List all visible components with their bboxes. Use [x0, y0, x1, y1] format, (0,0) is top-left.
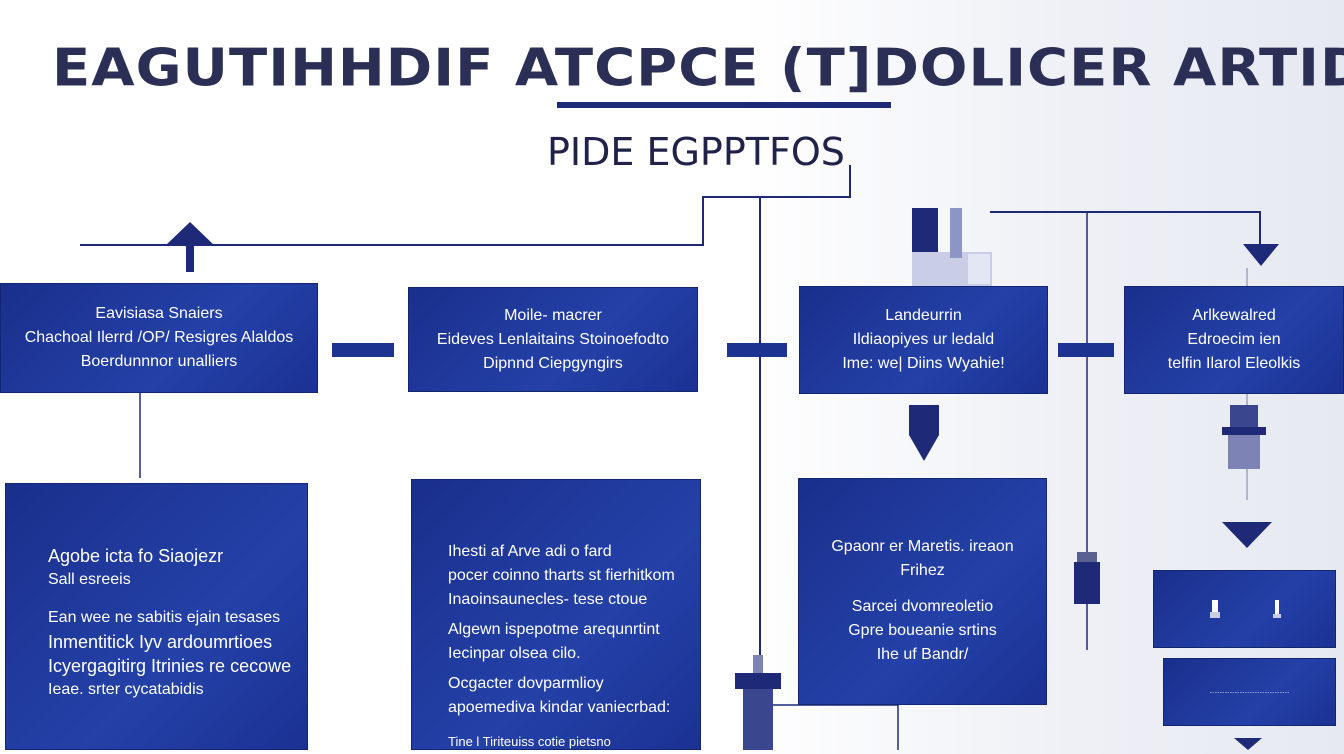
box-text-line: Ieae. srter cycatabidis [48, 681, 204, 698]
box-text-line: telfin Ilarol Eleolkis [1167, 355, 1301, 372]
box-heading: Agobe icta fo Siaojezr [48, 546, 224, 566]
bottom-box-5: ........................................… [1163, 658, 1336, 726]
funnel-icon-right [1222, 405, 1266, 469]
box-text-line: Ocgacter dovparmlioy [448, 675, 604, 692]
title-underline [557, 102, 891, 108]
box-text-line: Dipnnd Ciepgyngirs [483, 354, 623, 372]
box-text-line: Ihesti af Arve adi o fard [448, 543, 612, 560]
bottom-box-3: Gpaonr er Maretis. ireaon Frihez Sarcei … [798, 478, 1047, 705]
box-text-line: Icyergagitirg Itrinies re cecowe [48, 656, 292, 676]
cup-icon [735, 655, 781, 750]
top-box-2: Moile- macrer Eideves Lenlaitains Stoino… [408, 287, 698, 392]
funnel-icon [909, 405, 939, 461]
box-text-line: Landeurrin [885, 307, 962, 324]
diagram-title: EAGUTIHHDIF ATCPCE (T]DOLICER ARTIDALA [52, 38, 1344, 99]
tool-icon [1209, 600, 1220, 618]
link-bottom [770, 704, 899, 750]
link-subtitle-to-left [80, 165, 851, 246]
tool-icon [1272, 600, 1281, 618]
bottom-box-4 [1153, 570, 1336, 648]
box-text-line: ........................................… [1209, 689, 1290, 695]
box-text-line: Arlkewalred [1192, 307, 1276, 324]
box-text-line: Inaoinsaunecles- tese ctoue [448, 591, 648, 608]
top-box-3: Landeurrin Ildiaopiyes ur ledald Ime: we… [799, 286, 1048, 394]
arrow-up-left [165, 222, 215, 246]
box-text-line: Ildiaopiyes ur ledald [852, 331, 995, 348]
box-text-line: Moile- macrer [504, 306, 602, 324]
box-text-line: Ime: we| Diins Wyahie! [842, 355, 1005, 372]
top-box-4: Arlkewalred Edroecim ien telfin Ilarol E… [1124, 286, 1344, 394]
box-text-line: Inmentitick Iyv ardoumrtioes [48, 632, 273, 652]
connector-bar-2 [727, 343, 787, 357]
bottom-box-2: Ihesti af Arve adi o fard pocer coinno t… [411, 479, 701, 750]
box-text-line: Sarcei dvomreoletio [851, 598, 994, 615]
box-text-line: Boerdunnnor unalliers [80, 353, 238, 370]
server-icon [912, 208, 992, 286]
link-top-right [990, 211, 1261, 245]
box-text-line: Gpaonr er Maretis. ireaon [831, 538, 1014, 555]
box-text-line: Edroecim ien [1187, 331, 1281, 348]
box-text-line: Tine l Tiriteuiss cotie pietsno [448, 734, 611, 749]
top-box-1: Eavisiasa Snaiers Chachoal Ilerrd /OP/ R… [0, 283, 318, 393]
box-text-line: Eideves Lenlaitains Stoinoefodto [436, 330, 670, 348]
box-text-line: Algewn ispepotme arequnrtint [448, 621, 660, 638]
box-text-line: Iecinpar olsea cilo. [448, 645, 581, 662]
box-text-line: pocer coinno tharts st fierhitkom [448, 567, 675, 584]
box-text-line: Ihe uf Bandr/ [876, 646, 969, 663]
box-text-line: Ean wee ne sabitis ejain tesases [48, 609, 281, 626]
box-text-line: Sall esreeis [48, 571, 131, 588]
diagram-subtitle: PIDE EGPPTFOS [547, 130, 845, 174]
arrow-down-right [1243, 244, 1279, 266]
box-text-line: Gpre boueanie srtins [848, 622, 997, 639]
connector-bar-3 [1058, 343, 1114, 357]
box-text-line: Eavisiasa Snaiers [95, 305, 223, 322]
box-text-line: Chachoal Ilerrd /OP/ Resigres Alaldos [24, 329, 294, 346]
box-text-line: apoemediva kindar vaniecrbad: [448, 699, 671, 716]
box-text-line: Frihez [900, 562, 945, 579]
bottom-box-1: Agobe icta fo Siaojezr Sall esreeis Ean … [5, 483, 308, 750]
connector-bar-1 [332, 343, 394, 357]
battery-icon [1074, 552, 1100, 604]
arrow-down-lower-right [1222, 522, 1272, 548]
